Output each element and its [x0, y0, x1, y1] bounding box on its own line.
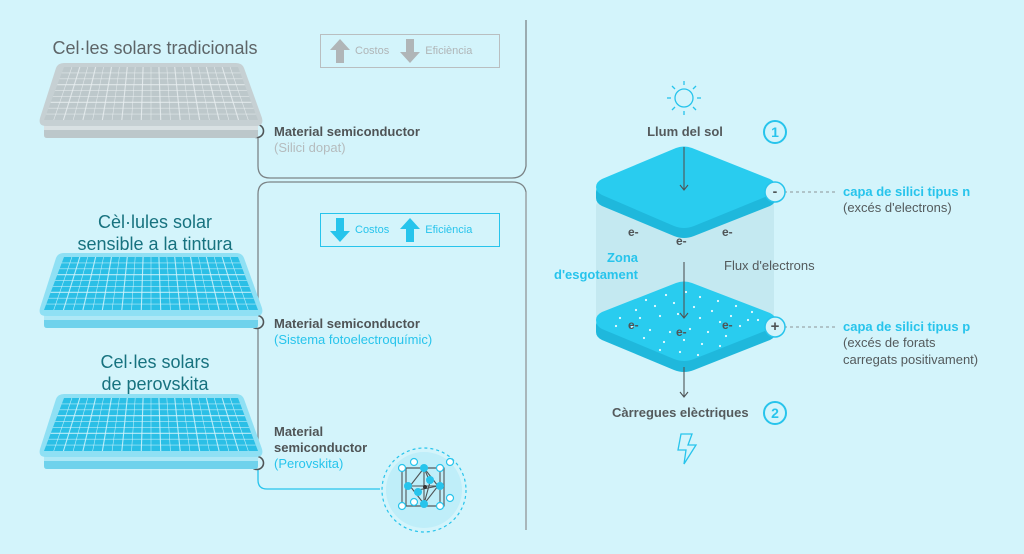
cost-efficiency-badge-dye: Costos Eficiència [320, 213, 500, 247]
hole-dot [658, 348, 662, 352]
charges-label: Càrregues elèctriques [612, 405, 749, 420]
traditional-bracket [257, 20, 527, 179]
hole-dot [614, 324, 618, 328]
hole-dot [698, 316, 702, 320]
hole-dot [706, 330, 710, 334]
cost-efficiency-badge-traditional: Costos Eficiència [320, 34, 500, 68]
cell-title-perovskite: Cel·les solars de perovskita [100, 352, 210, 394]
arrow-down-icon [400, 39, 421, 63]
hole-dot [644, 298, 648, 302]
hole-dot [738, 324, 742, 328]
hole-dot [658, 314, 662, 318]
hole-dot [676, 312, 680, 316]
hole-dot [668, 330, 672, 334]
hole-dot [638, 316, 642, 320]
electron-symbol: e- [628, 318, 639, 332]
hole-dot [700, 342, 704, 346]
hole-dot [729, 314, 733, 318]
arrow-down-icon [330, 218, 350, 242]
perovskite-connector [257, 466, 380, 490]
hole-dot [710, 309, 714, 313]
p-layer-plate [596, 281, 776, 372]
solar-panel-0 [39, 63, 263, 138]
depletion-zone-label: Zona d'esgotament [554, 250, 638, 282]
flow-arrows [679, 147, 689, 398]
cell-title-dye: Cèl·lules solar sensible a la tintura [77, 212, 233, 254]
n-layer-description: capa de silici tipus n (excés d'electron… [843, 184, 971, 215]
hole-dot [750, 310, 754, 314]
hole-dot [724, 334, 728, 338]
hole-dot [684, 290, 688, 294]
hole-dot [734, 304, 738, 308]
electron-symbol: e- [722, 318, 733, 332]
hole-dot [630, 325, 634, 329]
material-traditional: Material semiconductor (Silici dopat) [274, 124, 420, 155]
n-sign: - [772, 183, 778, 199]
electron-symbol: e- [676, 325, 687, 339]
hole-dot [716, 299, 720, 303]
hole-dot [692, 305, 696, 309]
hole-dot [718, 344, 722, 348]
solar-panel-2 [39, 394, 263, 469]
p-layer-description: capa de silici tipus p (excés de forats … [843, 319, 979, 367]
hole-dot [688, 327, 692, 331]
arrow-up-icon [330, 39, 350, 63]
step-2-marker: 2 [763, 401, 787, 425]
electron-symbol: e- [676, 234, 687, 248]
hole-dot [756, 318, 760, 322]
hole-dot [642, 336, 646, 340]
electron-flux-label: Flux d'electrons [724, 258, 815, 273]
material-dye: Material semiconductor (Sistema fotoelec… [274, 316, 433, 347]
hole-dot [634, 308, 638, 312]
electron-symbol: e- [722, 225, 733, 239]
perovskite-crystal-icon [381, 447, 467, 533]
step-1-marker: 1 [763, 120, 787, 144]
electron-symbol: e- [628, 225, 639, 239]
cell-title-traditional: Cel·les solars tradicionals [52, 38, 258, 58]
hole-dot [696, 353, 700, 357]
hole-dot [653, 304, 657, 308]
hole-dot [662, 340, 666, 344]
hole-dot [648, 328, 652, 332]
lightning-bolt-icon [677, 433, 698, 465]
hole-dot [682, 338, 686, 342]
sunlight-label: Llum del sol [647, 124, 723, 139]
hole-dot [672, 301, 676, 305]
depletion-zone [596, 200, 774, 328]
hole-dot [664, 293, 668, 297]
hole-dot [718, 320, 722, 324]
p-sign: + [770, 318, 780, 335]
hole-dot [618, 316, 622, 320]
new-tech-bracket [257, 181, 527, 458]
sun-icon [667, 81, 701, 115]
material-perovskite: Material semiconductor (Perovskita) [274, 424, 368, 471]
arrow-up-icon [400, 218, 421, 242]
hole-dot [698, 295, 702, 299]
hole-dot [678, 350, 682, 354]
hole-dot [746, 318, 750, 322]
p-sign-circle [764, 316, 786, 338]
solar-panel-1 [39, 253, 263, 328]
n-sign-circle [764, 181, 786, 203]
